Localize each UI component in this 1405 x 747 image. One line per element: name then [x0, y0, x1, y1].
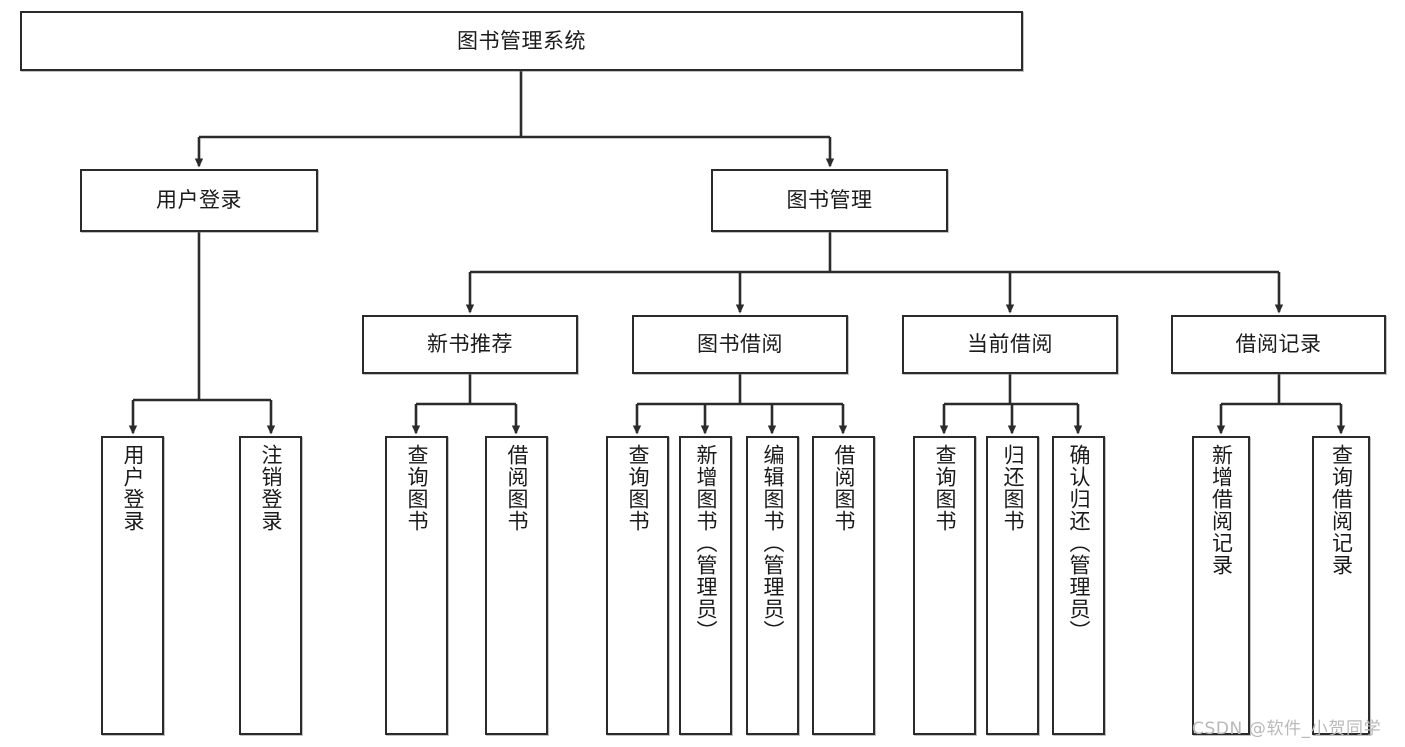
node-new-book-recommend[interactable]: 新书推荐: [362, 315, 578, 374]
node-leaf-return-book[interactable]: 归还图书: [986, 436, 1039, 735]
node-new-book-recommend-label: 新书推荐: [427, 332, 513, 357]
node-leaf-borrow-book-2[interactable]: 借阅图书: [812, 436, 875, 735]
node-borrow-record[interactable]: 借阅记录: [1171, 315, 1386, 374]
node-leaf-query-borrow-record[interactable]: 查询借阅记录: [1312, 436, 1370, 735]
node-leaf-add-book-admin[interactable]: 新增图书（管理员）: [679, 436, 732, 735]
node-leaf-borrow-book-1-label: 借阅图书: [504, 444, 529, 532]
node-leaf-add-book-admin-label: 新增图书（管理员）: [693, 444, 718, 642]
node-leaf-user-login-label: 用户登录: [120, 444, 145, 532]
node-leaf-confirm-return-admin[interactable]: 确认归还（管理员）: [1052, 436, 1105, 735]
node-book-borrow-label: 图书借阅: [697, 332, 783, 357]
node-user-login[interactable]: 用户登录: [80, 169, 318, 232]
node-leaf-borrow-book-2-label: 借阅图书: [831, 444, 856, 532]
node-leaf-borrow-book-1[interactable]: 借阅图书: [485, 436, 548, 735]
node-book-manage-label: 图书管理: [786, 188, 873, 213]
node-user-login-label: 用户登录: [156, 188, 242, 213]
node-leaf-query-book-2-label: 查询图书: [625, 444, 650, 532]
node-book-borrow[interactable]: 图书借阅: [632, 315, 848, 374]
node-root[interactable]: 图书管理系统: [20, 11, 1023, 71]
node-leaf-query-book-3[interactable]: 查询图书: [913, 436, 976, 735]
node-leaf-user-logout[interactable]: 注销登录: [239, 436, 302, 735]
node-leaf-add-borrow-record[interactable]: 新增借阅记录: [1192, 436, 1250, 735]
node-leaf-user-logout-label: 注销登录: [258, 444, 283, 532]
node-leaf-edit-book-admin-label: 编辑图书（管理员）: [760, 444, 785, 642]
node-leaf-add-borrow-record-label: 新增借阅记录: [1209, 444, 1234, 576]
node-borrow-record-label: 借阅记录: [1235, 332, 1322, 357]
node-leaf-edit-book-admin[interactable]: 编辑图书（管理员）: [746, 436, 799, 735]
node-leaf-user-login[interactable]: 用户登录: [101, 436, 164, 735]
node-current-borrow[interactable]: 当前借阅: [902, 315, 1118, 374]
node-current-borrow-label: 当前借阅: [967, 332, 1053, 357]
node-leaf-query-book-3-label: 查询图书: [932, 444, 957, 532]
node-leaf-confirm-return-admin-label: 确认归还（管理员）: [1066, 444, 1091, 642]
node-leaf-query-book-2[interactable]: 查询图书: [606, 436, 669, 735]
csdn-watermark: CSDN @软件_小贺同学: [1192, 719, 1382, 739]
node-root-label: 图书管理系统: [457, 28, 586, 53]
node-book-manage[interactable]: 图书管理: [711, 169, 948, 232]
node-leaf-query-borrow-record-label: 查询借阅记录: [1329, 444, 1354, 576]
node-leaf-return-book-label: 归还图书: [1000, 444, 1025, 532]
node-leaf-query-book-1[interactable]: 查询图书: [385, 436, 448, 735]
node-leaf-query-book-1-label: 查询图书: [404, 444, 429, 532]
